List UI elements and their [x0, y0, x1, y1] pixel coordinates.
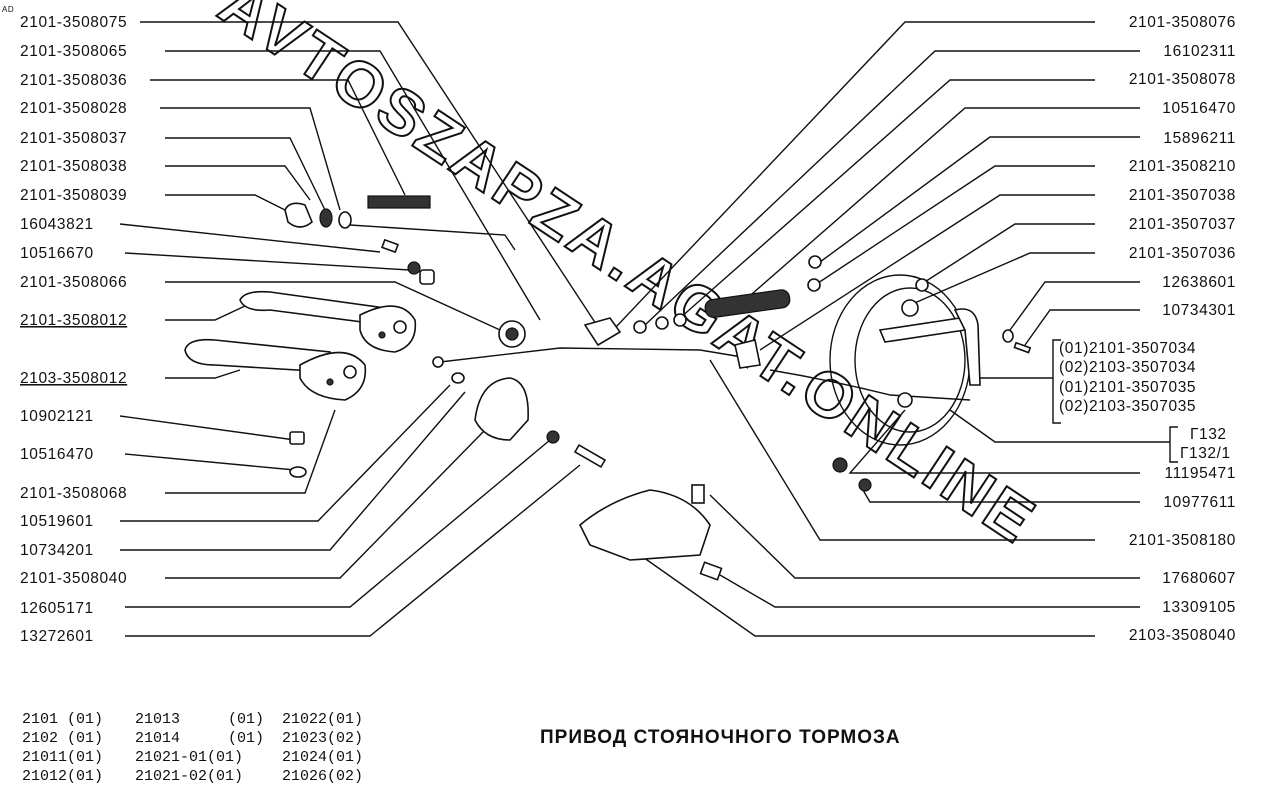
right-label: 2101-3508078 [1129, 71, 1236, 88]
right-label: 10516470 [1162, 100, 1236, 117]
diagram-title: ПРИВОД СТОЯНОЧНОГО ТОРМОЗА [540, 727, 901, 748]
left-label: 2101-3508012 [20, 312, 127, 329]
right-label: 11195471 [1165, 465, 1236, 482]
left-label: 13272601 [20, 628, 94, 645]
right-label: 16102311 [1163, 43, 1236, 60]
right-label: 10977611 [1163, 494, 1236, 511]
left-label: 2101-3508068 [20, 485, 127, 502]
left-label: 2101-3508065 [20, 43, 127, 60]
left-label: 10734201 [20, 542, 94, 559]
right-label: 2101-3507036 [1129, 245, 1236, 262]
left-label: 2101-3508075 [20, 14, 127, 31]
model-row: 21012(01) 21021-02(01) 21026(02) [22, 768, 363, 785]
left-label: 2103-3508012 [20, 370, 127, 387]
left-label: 10519601 [20, 513, 94, 530]
right-label: 2101-3508210 [1129, 158, 1236, 175]
left-label: 10516670 [20, 245, 94, 262]
left-leaders [119, 21, 601, 637]
left-labels: 2101-3508075 2101-3508065 2101-3508036 2… [20, 14, 127, 645]
right-label: Г132 [1190, 426, 1227, 443]
model-row: 2102 (01) 21014 (01) 21023(02) [22, 730, 363, 747]
bracket [1169, 426, 1178, 463]
right-labels: 2101-3508076 16102311 2101-3508078 10516… [1059, 14, 1236, 644]
bracket [1052, 339, 1061, 424]
parts [184, 195, 1032, 581]
right-label: (01)2101-3507034 [1059, 340, 1196, 357]
model-row: 21011(01) 21021-01(01) 21024(01) [22, 749, 363, 766]
right-label: 12638601 [1162, 274, 1236, 291]
left-label: 2101-3508040 [20, 570, 127, 587]
right-label: (02)2103-3507034 [1059, 359, 1196, 376]
right-label: (02)2103-3507035 [1059, 398, 1196, 415]
right-label: 2101-3507038 [1129, 187, 1236, 204]
left-label: 12605171 [20, 600, 94, 617]
model-row: 2101 (01) 21013 (01) 21022(01) [22, 711, 363, 728]
right-label: 2101-3507037 [1129, 216, 1236, 233]
left-label: 2101-3508037 [20, 130, 127, 147]
right-label: Г132/1 [1180, 445, 1231, 462]
left-label: 2101-3508038 [20, 158, 127, 175]
right-leaders [614, 21, 1170, 637]
left-label: 2101-3508066 [20, 274, 127, 291]
right-label: 13309105 [1162, 599, 1236, 616]
right-label: 17680607 [1162, 570, 1236, 587]
right-label: 2103-3508040 [1129, 627, 1236, 644]
left-label: 16043821 [20, 216, 94, 233]
left-label: 2101-3508028 [20, 100, 127, 117]
right-label: (01)2101-3507035 [1059, 379, 1196, 396]
right-label: 15896211 [1163, 130, 1236, 147]
right-label: 2101-3508180 [1129, 532, 1236, 549]
left-label: 2101-3508039 [20, 187, 127, 204]
right-label: 10734301 [1162, 302, 1236, 319]
right-label: 2101-3508076 [1129, 14, 1236, 31]
left-label: 10516470 [20, 446, 94, 463]
left-label: 2101-3508036 [20, 72, 127, 89]
corner-mark: AD [2, 5, 14, 14]
model-list: 2101 (01) 21013 (01) 21022(01) 2102 (01)… [22, 711, 363, 785]
left-label: 10902121 [20, 408, 94, 425]
